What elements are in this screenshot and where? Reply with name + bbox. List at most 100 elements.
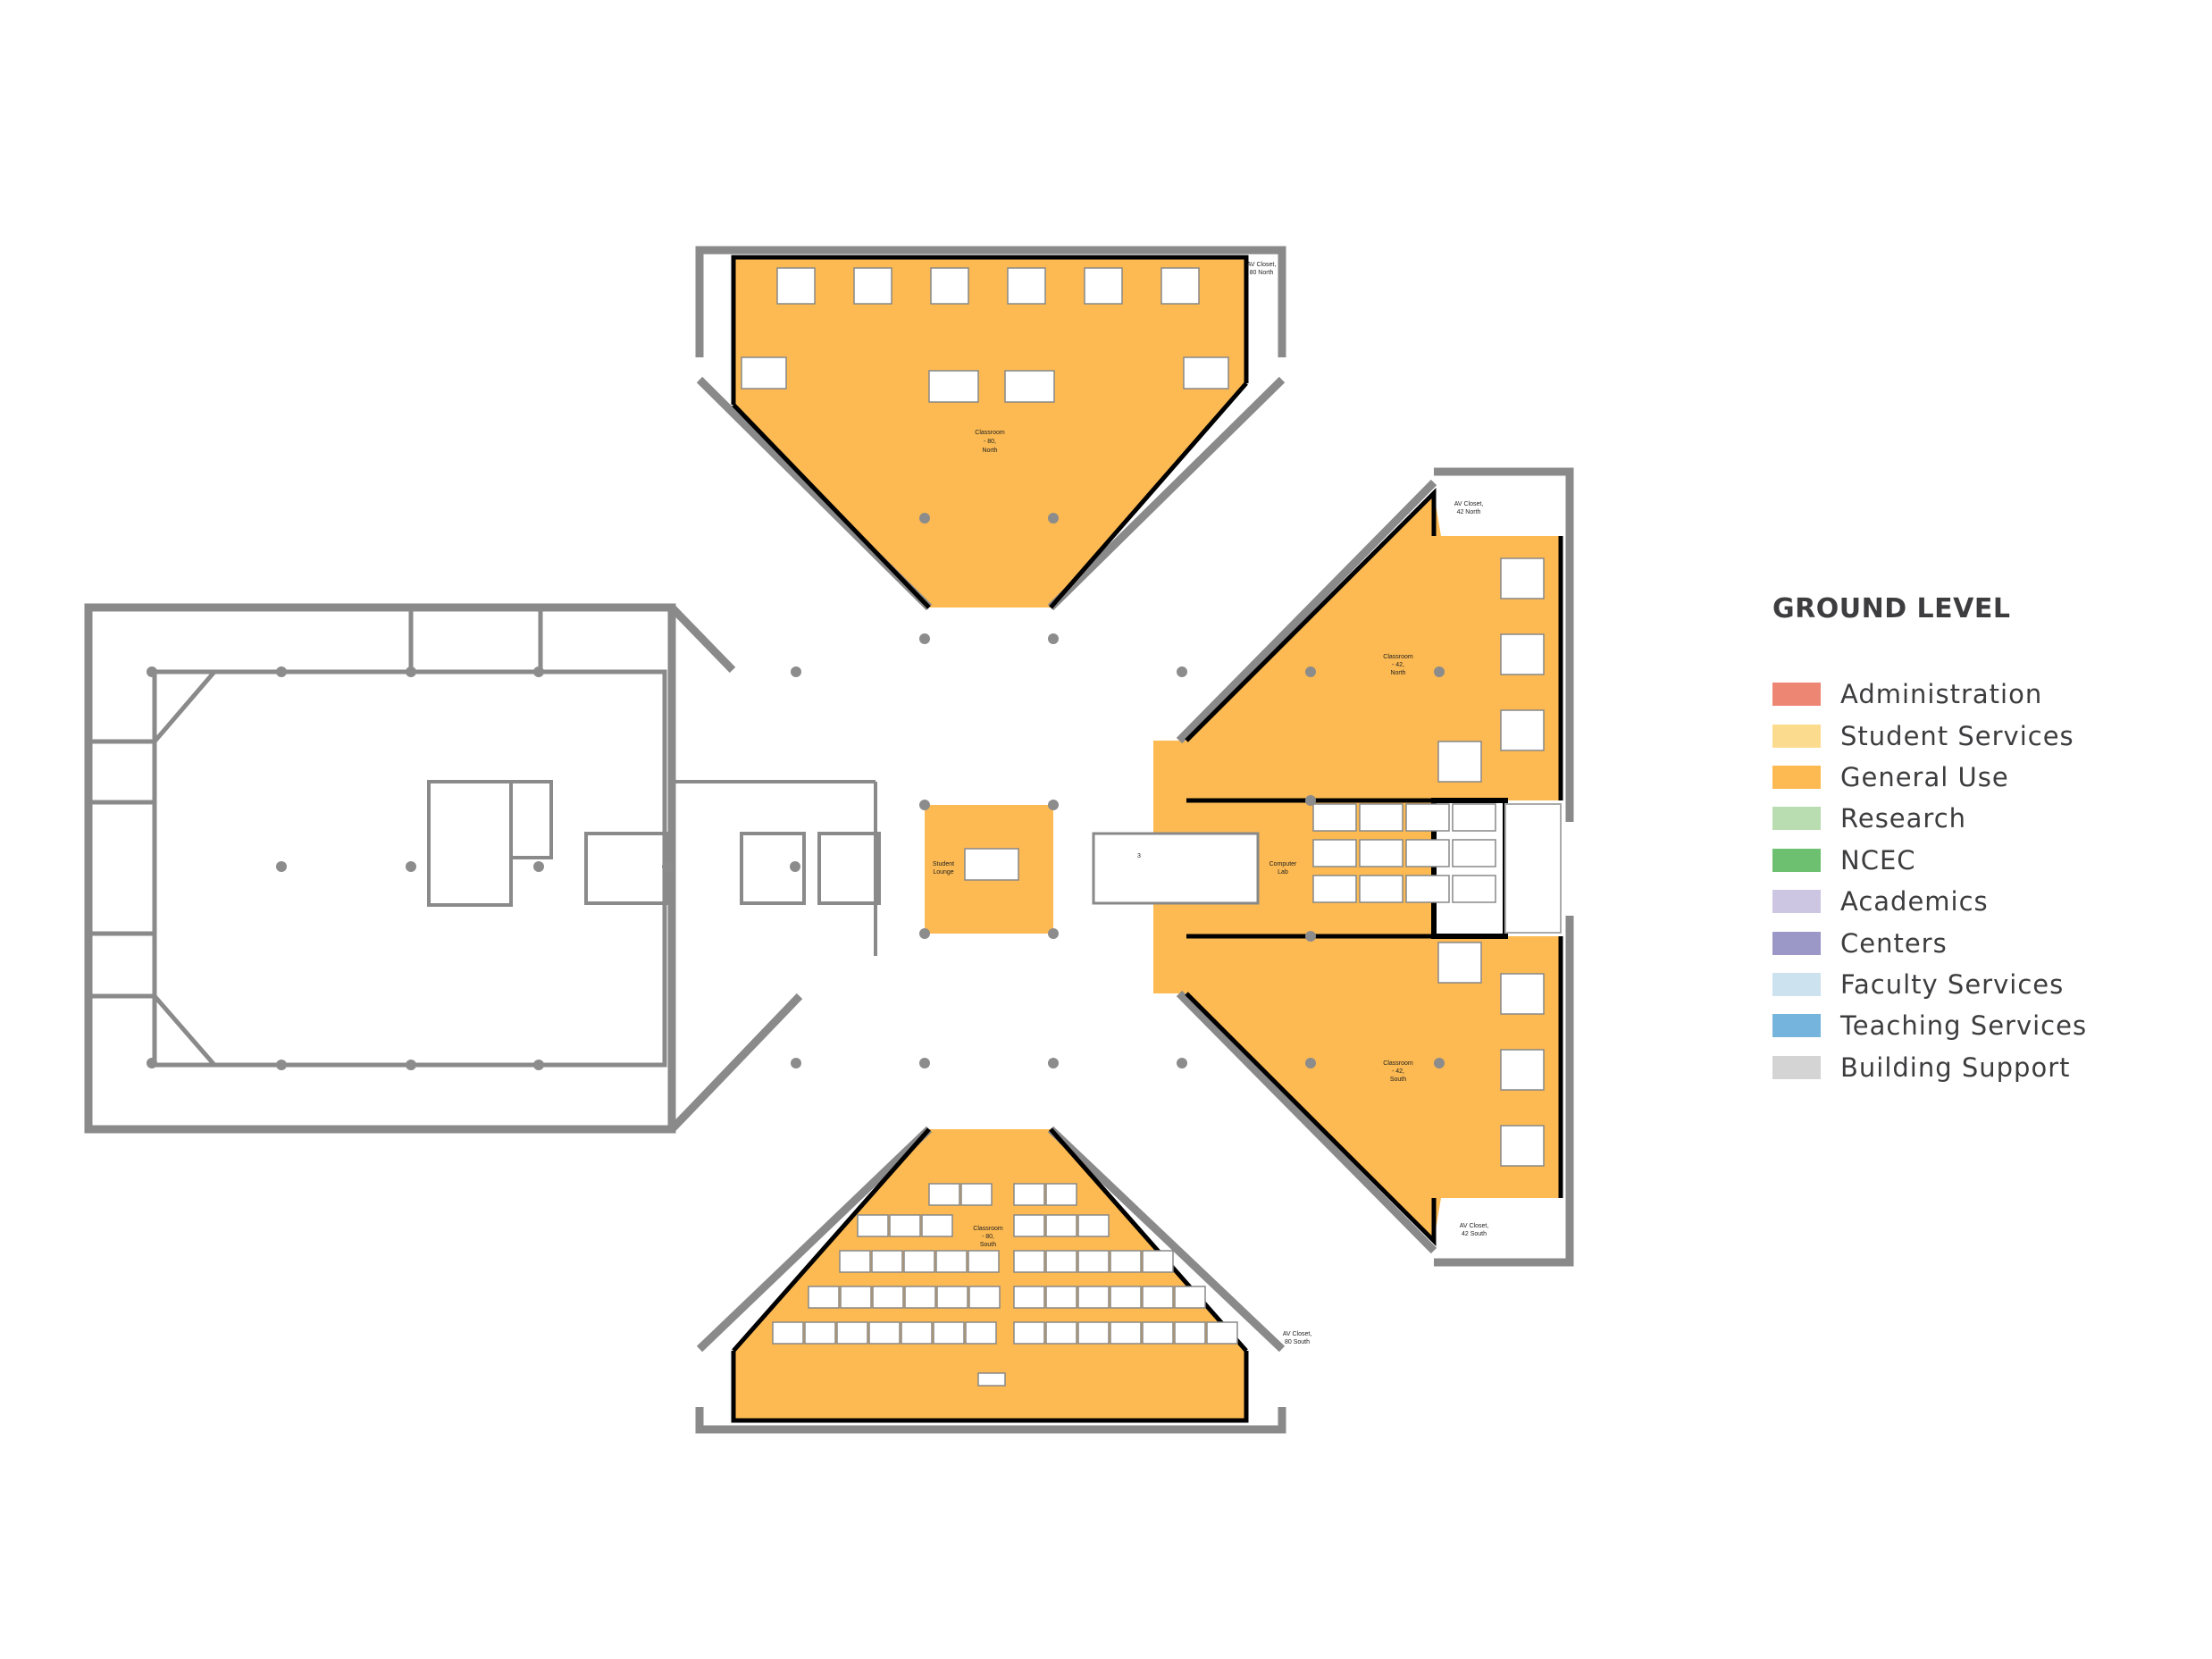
legend-label: Academics (1840, 886, 1989, 917)
column (406, 666, 416, 677)
desk (928, 1183, 960, 1206)
desk (977, 1372, 1006, 1387)
column (1177, 666, 1187, 677)
desk (1013, 1214, 1045, 1237)
desk (1312, 875, 1357, 903)
legend-label: NCEC (1840, 844, 1916, 876)
column (1048, 800, 1059, 810)
column (791, 666, 801, 677)
desk (935, 1250, 968, 1273)
column (919, 513, 930, 524)
desk (840, 1286, 872, 1309)
label-av-closet-80-south: AV Closet,80 South (1283, 1331, 1312, 1345)
column (1177, 1058, 1187, 1068)
desk (808, 1286, 840, 1309)
column (1305, 795, 1316, 806)
desk (1312, 839, 1357, 867)
legend-item: Teaching Services (1772, 1005, 2087, 1046)
column (276, 666, 287, 677)
column (1434, 666, 1445, 677)
desk (1013, 1321, 1045, 1345)
desk (1160, 267, 1200, 305)
column (790, 861, 800, 872)
desk (1206, 1321, 1238, 1345)
desk (1405, 875, 1450, 903)
desk (1359, 839, 1403, 867)
desk (965, 1321, 997, 1345)
desk (836, 1321, 868, 1345)
desk (1045, 1286, 1077, 1309)
desk (1045, 1214, 1077, 1237)
legend-item: Building Support (1772, 1047, 2087, 1088)
desk (1077, 1250, 1110, 1273)
desk (1110, 1321, 1142, 1345)
column (276, 861, 287, 872)
legend-swatch (1772, 683, 1821, 707)
desk (1007, 267, 1046, 305)
column (147, 666, 157, 677)
column (147, 1058, 157, 1068)
legend-title: GROUND LEVEL (1772, 593, 2011, 624)
desk (1452, 839, 1496, 867)
column (919, 633, 930, 644)
room-classroom-42-north[interactable] (1186, 493, 1561, 800)
desk (1045, 1321, 1077, 1345)
label-classroom-80-north: Classroom- 80,North (975, 430, 1005, 454)
label-av-closet-80-north: AV Closet,80 North (1247, 262, 1277, 276)
legend-label: Research (1840, 803, 1967, 834)
desk (903, 1250, 935, 1273)
label-classroom-80-south: Classroom- 80,South (973, 1226, 1003, 1248)
room-classroom-42-south[interactable] (1186, 936, 1561, 1241)
desk (1142, 1321, 1174, 1345)
desk (1142, 1286, 1174, 1309)
desk (1405, 803, 1450, 832)
desk (1142, 1250, 1174, 1273)
legend-item: Academics (1772, 881, 2087, 922)
column (1048, 513, 1059, 524)
desk (1084, 267, 1123, 305)
desk (772, 1321, 804, 1345)
desk (1359, 875, 1403, 903)
stair-east (1504, 803, 1562, 934)
legend-item: Student Services (1772, 715, 2087, 756)
desk (1013, 1183, 1045, 1206)
legend-item: Centers (1772, 922, 2087, 963)
legend-label: General Use (1840, 761, 2009, 792)
desk (776, 267, 816, 305)
legend-item: Faculty Services (1772, 964, 2087, 1005)
desk (871, 1250, 903, 1273)
label-av-closet-42-north: AV Closet,42 North (1454, 501, 1484, 515)
legend-label: Centers (1840, 927, 1948, 959)
desk (1437, 741, 1482, 783)
label-av-closet-42-south: AV Closet,42 South (1460, 1223, 1489, 1237)
legend-swatch (1772, 848, 1821, 872)
legend-label: Faculty Services (1840, 968, 2065, 1000)
room-classroom-80-south[interactable] (733, 1129, 1246, 1420)
desk (960, 1183, 993, 1206)
desk (1045, 1183, 1077, 1206)
stairwell (1092, 832, 1260, 905)
desk (1013, 1250, 1045, 1273)
desk (904, 1286, 936, 1309)
desk (868, 1321, 901, 1345)
desk (1452, 875, 1496, 903)
column (1048, 633, 1059, 644)
column (1048, 928, 1059, 939)
desk (930, 267, 969, 305)
legend-label: Teaching Services (1840, 1010, 2088, 1042)
column (533, 666, 544, 677)
desk (1500, 633, 1545, 675)
desk (1183, 356, 1229, 390)
desk (1013, 1286, 1045, 1309)
desk (857, 1214, 889, 1237)
desk (853, 267, 892, 305)
room-classroom-80-north[interactable] (733, 257, 1246, 607)
legend-swatch (1772, 890, 1821, 914)
desk (1312, 803, 1357, 832)
desk (968, 1250, 1000, 1273)
desk (1500, 709, 1545, 751)
column (406, 861, 416, 872)
